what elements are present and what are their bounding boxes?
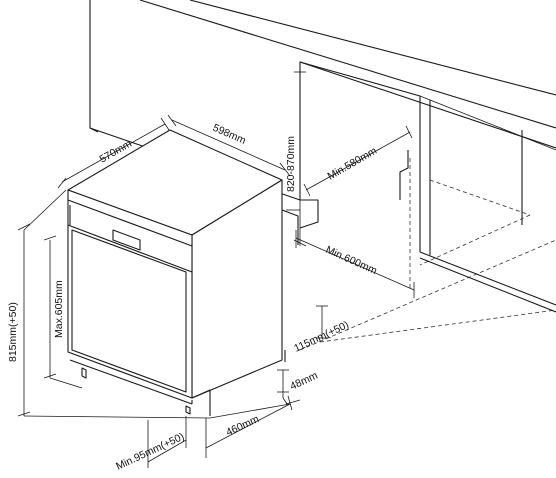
- width-label: 598mm: [211, 122, 248, 147]
- niche-dashed-outline: [299, 158, 556, 351]
- plinth-gap-label: 48mm: [288, 369, 320, 392]
- min-width-label: Min.600mm: [324, 244, 379, 277]
- min-depth-label: Min.580mm: [326, 145, 380, 183]
- toe-depth-label: 460mm: [224, 413, 261, 439]
- height-range-label: 820-870mm: [285, 136, 297, 192]
- right-cabinet-edge: [399, 150, 556, 313]
- dimension-lines: [17, 71, 415, 468]
- plinth-height-label: 115mm(+50): [292, 319, 351, 355]
- max-panel-height-label: Max.605mm: [53, 280, 65, 338]
- dishwasher-body: [67, 129, 299, 416]
- appliance-height-label: 815mm(+50): [7, 302, 19, 362]
- min-plinth-offset-label: Min.95mm(+50): [114, 431, 186, 473]
